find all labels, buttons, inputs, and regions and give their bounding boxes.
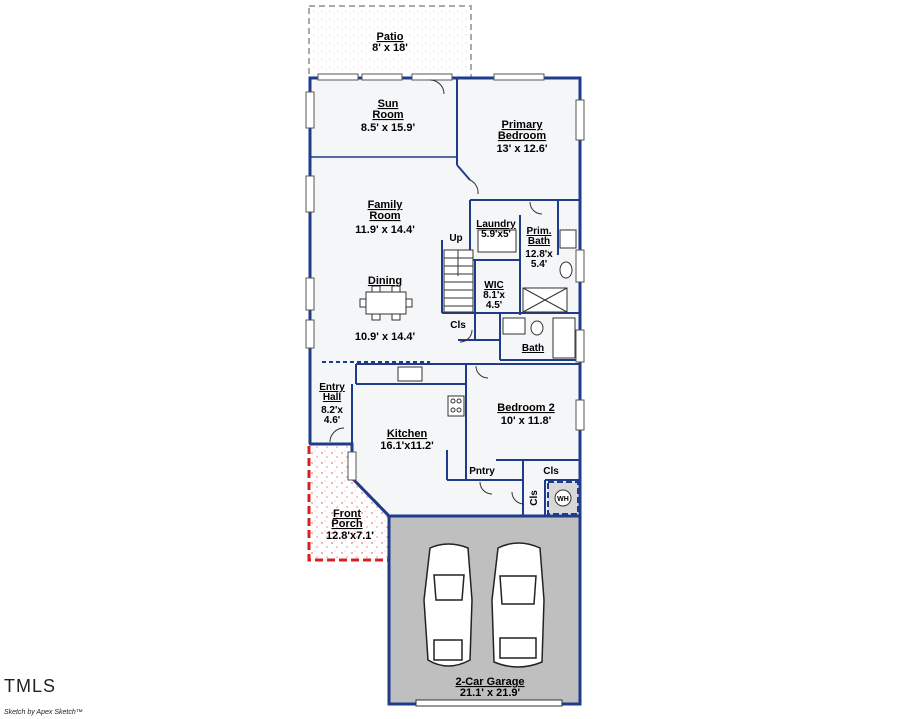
prim-bath-label-1: Prim. [526, 226, 551, 237]
entry-hall-dim-1: 8.2'x [321, 405, 343, 416]
wic-dim-2: 4.5' [486, 300, 502, 311]
kitchen-label: Kitchen [387, 428, 428, 440]
garage-label: 2-Car Garage [455, 676, 524, 688]
front-porch-label-1: Front [333, 508, 361, 520]
dining-label: Dining [368, 275, 402, 287]
primary-bedroom-label-2: Bedroom [498, 130, 547, 142]
tmls-logo: TMLS [4, 676, 57, 696]
kitchen-fixtures [397, 366, 465, 417]
garage-dim: 21.1' x 21.9' [460, 687, 521, 699]
water-heater-icon [554, 489, 572, 507]
windows [305, 73, 585, 481]
garage-door [415, 699, 563, 707]
patio-label: Patio [377, 31, 404, 43]
entry-hall-label-2: Hall [323, 392, 342, 403]
closet-stair-label: Cls [450, 320, 466, 331]
wic-label: WIC [484, 280, 503, 291]
bedroom2-label: Bedroom 2 [497, 402, 554, 414]
dining-dim: 10.9' x 14.4' [355, 331, 416, 343]
closet-garage-label: Cls [529, 490, 540, 506]
patio-area [308, 5, 472, 79]
front-porch-dim: 12.8'x7.1' [326, 530, 374, 542]
prim-bath-label-2: Bath [528, 236, 550, 247]
laundry-label: Laundry [476, 219, 516, 230]
primary-bedroom-dim: 13' x 12.6' [496, 143, 547, 155]
bedroom2-dim: 10' x 11.8' [501, 415, 552, 427]
dining-table-icon [359, 285, 413, 321]
water-heater-label: WH [557, 496, 569, 503]
family-room-dim: 11.9' x 14.4' [355, 224, 415, 236]
prim-bath-dim-1: 12.8'x [525, 249, 553, 260]
laundry-dim: 5.9'x5' [481, 229, 511, 240]
sun-room-label-2: Room [372, 109, 403, 121]
entry-hall-label-1: Entry [319, 382, 345, 393]
interior-walls [310, 78, 580, 516]
prim-bath-dim-2: 5.4' [531, 259, 547, 270]
front-porch-label-2: Porch [331, 518, 362, 530]
car-right-icon [491, 542, 545, 668]
patio-dim: 8' x 18' [372, 42, 408, 54]
wic-dim-1: 8.1'x [483, 290, 505, 301]
door-swings [329, 79, 543, 505]
bath-fixtures [477, 229, 577, 359]
garage-floor [387, 514, 582, 706]
bath-label: Bath [522, 343, 544, 354]
entry-hall-dim-2: 4.6' [324, 415, 340, 426]
staircase [443, 249, 474, 313]
sun-room-label-1: Sun [378, 98, 399, 110]
stairs-up-label: Up [449, 233, 462, 244]
car-left-icon [423, 543, 473, 667]
sketch-credit: Sketch by Apex Sketch™ [4, 709, 83, 716]
sun-room-dim: 8.5' x 15.9' [361, 122, 416, 134]
pantry-label: Pntry [469, 466, 495, 477]
room-labels: Patio 8' x 18' Sun Room 8.5' x 15.9' Pri… [319, 31, 569, 699]
closet-bedroom2-label: Cls [543, 466, 559, 477]
primary-bedroom-label-1: Primary [502, 119, 544, 131]
family-room-label-2: Room [369, 210, 400, 222]
family-room-label-1: Family [368, 199, 404, 211]
kitchen-dim: 16.1'x11.2' [380, 440, 434, 452]
